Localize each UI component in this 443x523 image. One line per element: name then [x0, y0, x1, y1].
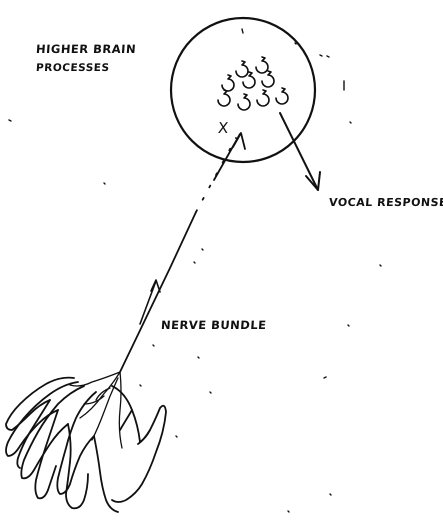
nerve-bundle-label: NERVE BUNDLE: [161, 318, 268, 332]
nerve-branches: [70, 372, 122, 448]
scan-specks: [9, 29, 381, 512]
x-mark: X: [217, 119, 229, 137]
nerve-bundle-line: [120, 212, 196, 372]
vocal-response-arrow: [280, 113, 318, 190]
higher-brain-label-line2: PROCESSES: [36, 62, 110, 74]
higher-brain-label-line1: HIGHER BRAIN: [36, 42, 137, 56]
nerve-arrowhead-top: [233, 133, 245, 149]
vocal-response-label: VOCAL RESPONSE: [329, 196, 443, 209]
neuron-loops: [218, 57, 288, 110]
hand-outline: [6, 378, 166, 512]
